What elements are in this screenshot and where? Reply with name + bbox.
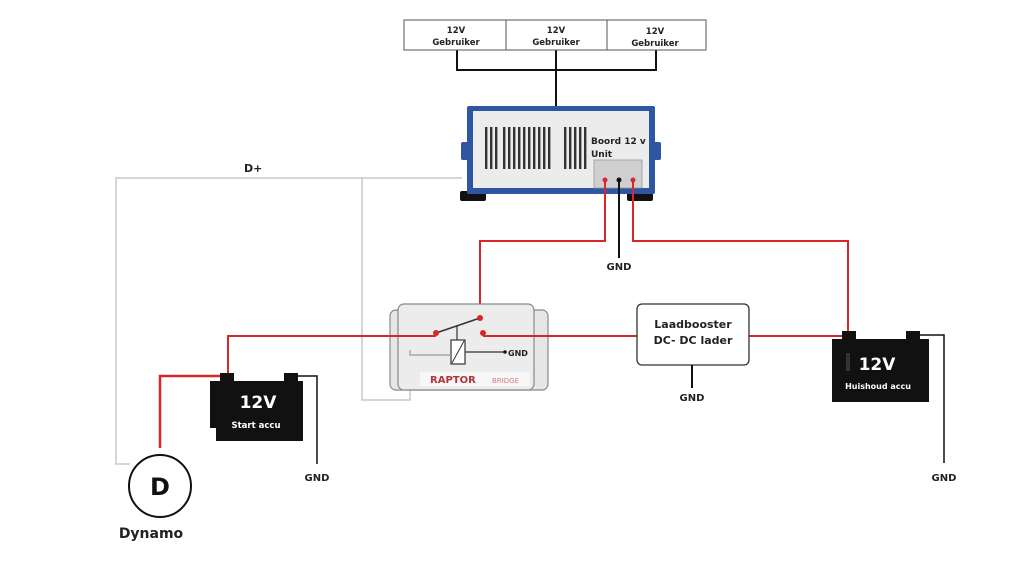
gnd-board-label: GND xyxy=(607,262,632,273)
wire-house-gnd xyxy=(918,334,945,463)
relay-raptor-bridge: GND RAPTOR BRIDGE xyxy=(389,303,549,391)
wire-board-to-relay xyxy=(479,180,606,315)
svg-text:Huishoud accu: Huishoud accu xyxy=(845,382,911,391)
svg-text:Gebruiker: Gebruiker xyxy=(432,38,480,48)
gnd-relay-label: GND xyxy=(508,349,528,358)
wire-start-to-relay xyxy=(227,335,436,376)
svg-text:D: D xyxy=(150,473,170,501)
svg-text:Start accu: Start accu xyxy=(232,421,281,431)
consumer-1: 12V Gebruiker xyxy=(403,19,510,51)
raptor-logo: RAPTOR xyxy=(430,375,476,386)
svg-text:12V: 12V xyxy=(547,26,566,36)
consumer-3: 12V Gebruiker xyxy=(606,19,707,51)
dynamo: D Dynamo xyxy=(119,454,192,542)
bridge-logo: BRIDGE xyxy=(492,377,519,385)
laadbooster: Laadbooster DC- DC lader xyxy=(636,303,750,366)
svg-text:12V: 12V xyxy=(646,27,665,37)
svg-text:Gebruiker: Gebruiker xyxy=(631,39,679,49)
svg-text:Laadbooster: Laadbooster xyxy=(654,318,732,331)
vent-grille xyxy=(485,127,587,169)
start-battery: 12V Start accu xyxy=(210,373,303,441)
d-plus-label: D+ xyxy=(244,162,262,175)
svg-text:12V: 12V xyxy=(240,393,278,413)
board-unit: Boord 12 v Unit xyxy=(460,106,661,201)
house-battery: 12V Huishoud accu xyxy=(832,331,929,402)
svg-text:Unit: Unit xyxy=(591,150,613,160)
svg-text:12V: 12V xyxy=(447,26,466,36)
svg-text:Gebruiker: Gebruiker xyxy=(532,38,580,48)
gnd-house-label: GND xyxy=(932,473,957,484)
wire-board-to-house xyxy=(632,180,849,333)
wire-dynamo-to-start xyxy=(158,374,222,448)
svg-text:DC- DC lader: DC- DC lader xyxy=(654,334,733,347)
wire-start-gnd xyxy=(298,375,318,464)
svg-text:12V: 12V xyxy=(859,355,897,375)
consumer-2: 12V Gebruiker xyxy=(505,19,608,51)
gnd-booster-label: GND xyxy=(680,393,705,404)
gnd-start-label: GND xyxy=(305,473,330,484)
svg-text:Dynamo: Dynamo xyxy=(119,526,184,542)
svg-text:Boord 12 v: Boord 12 v xyxy=(591,137,646,147)
